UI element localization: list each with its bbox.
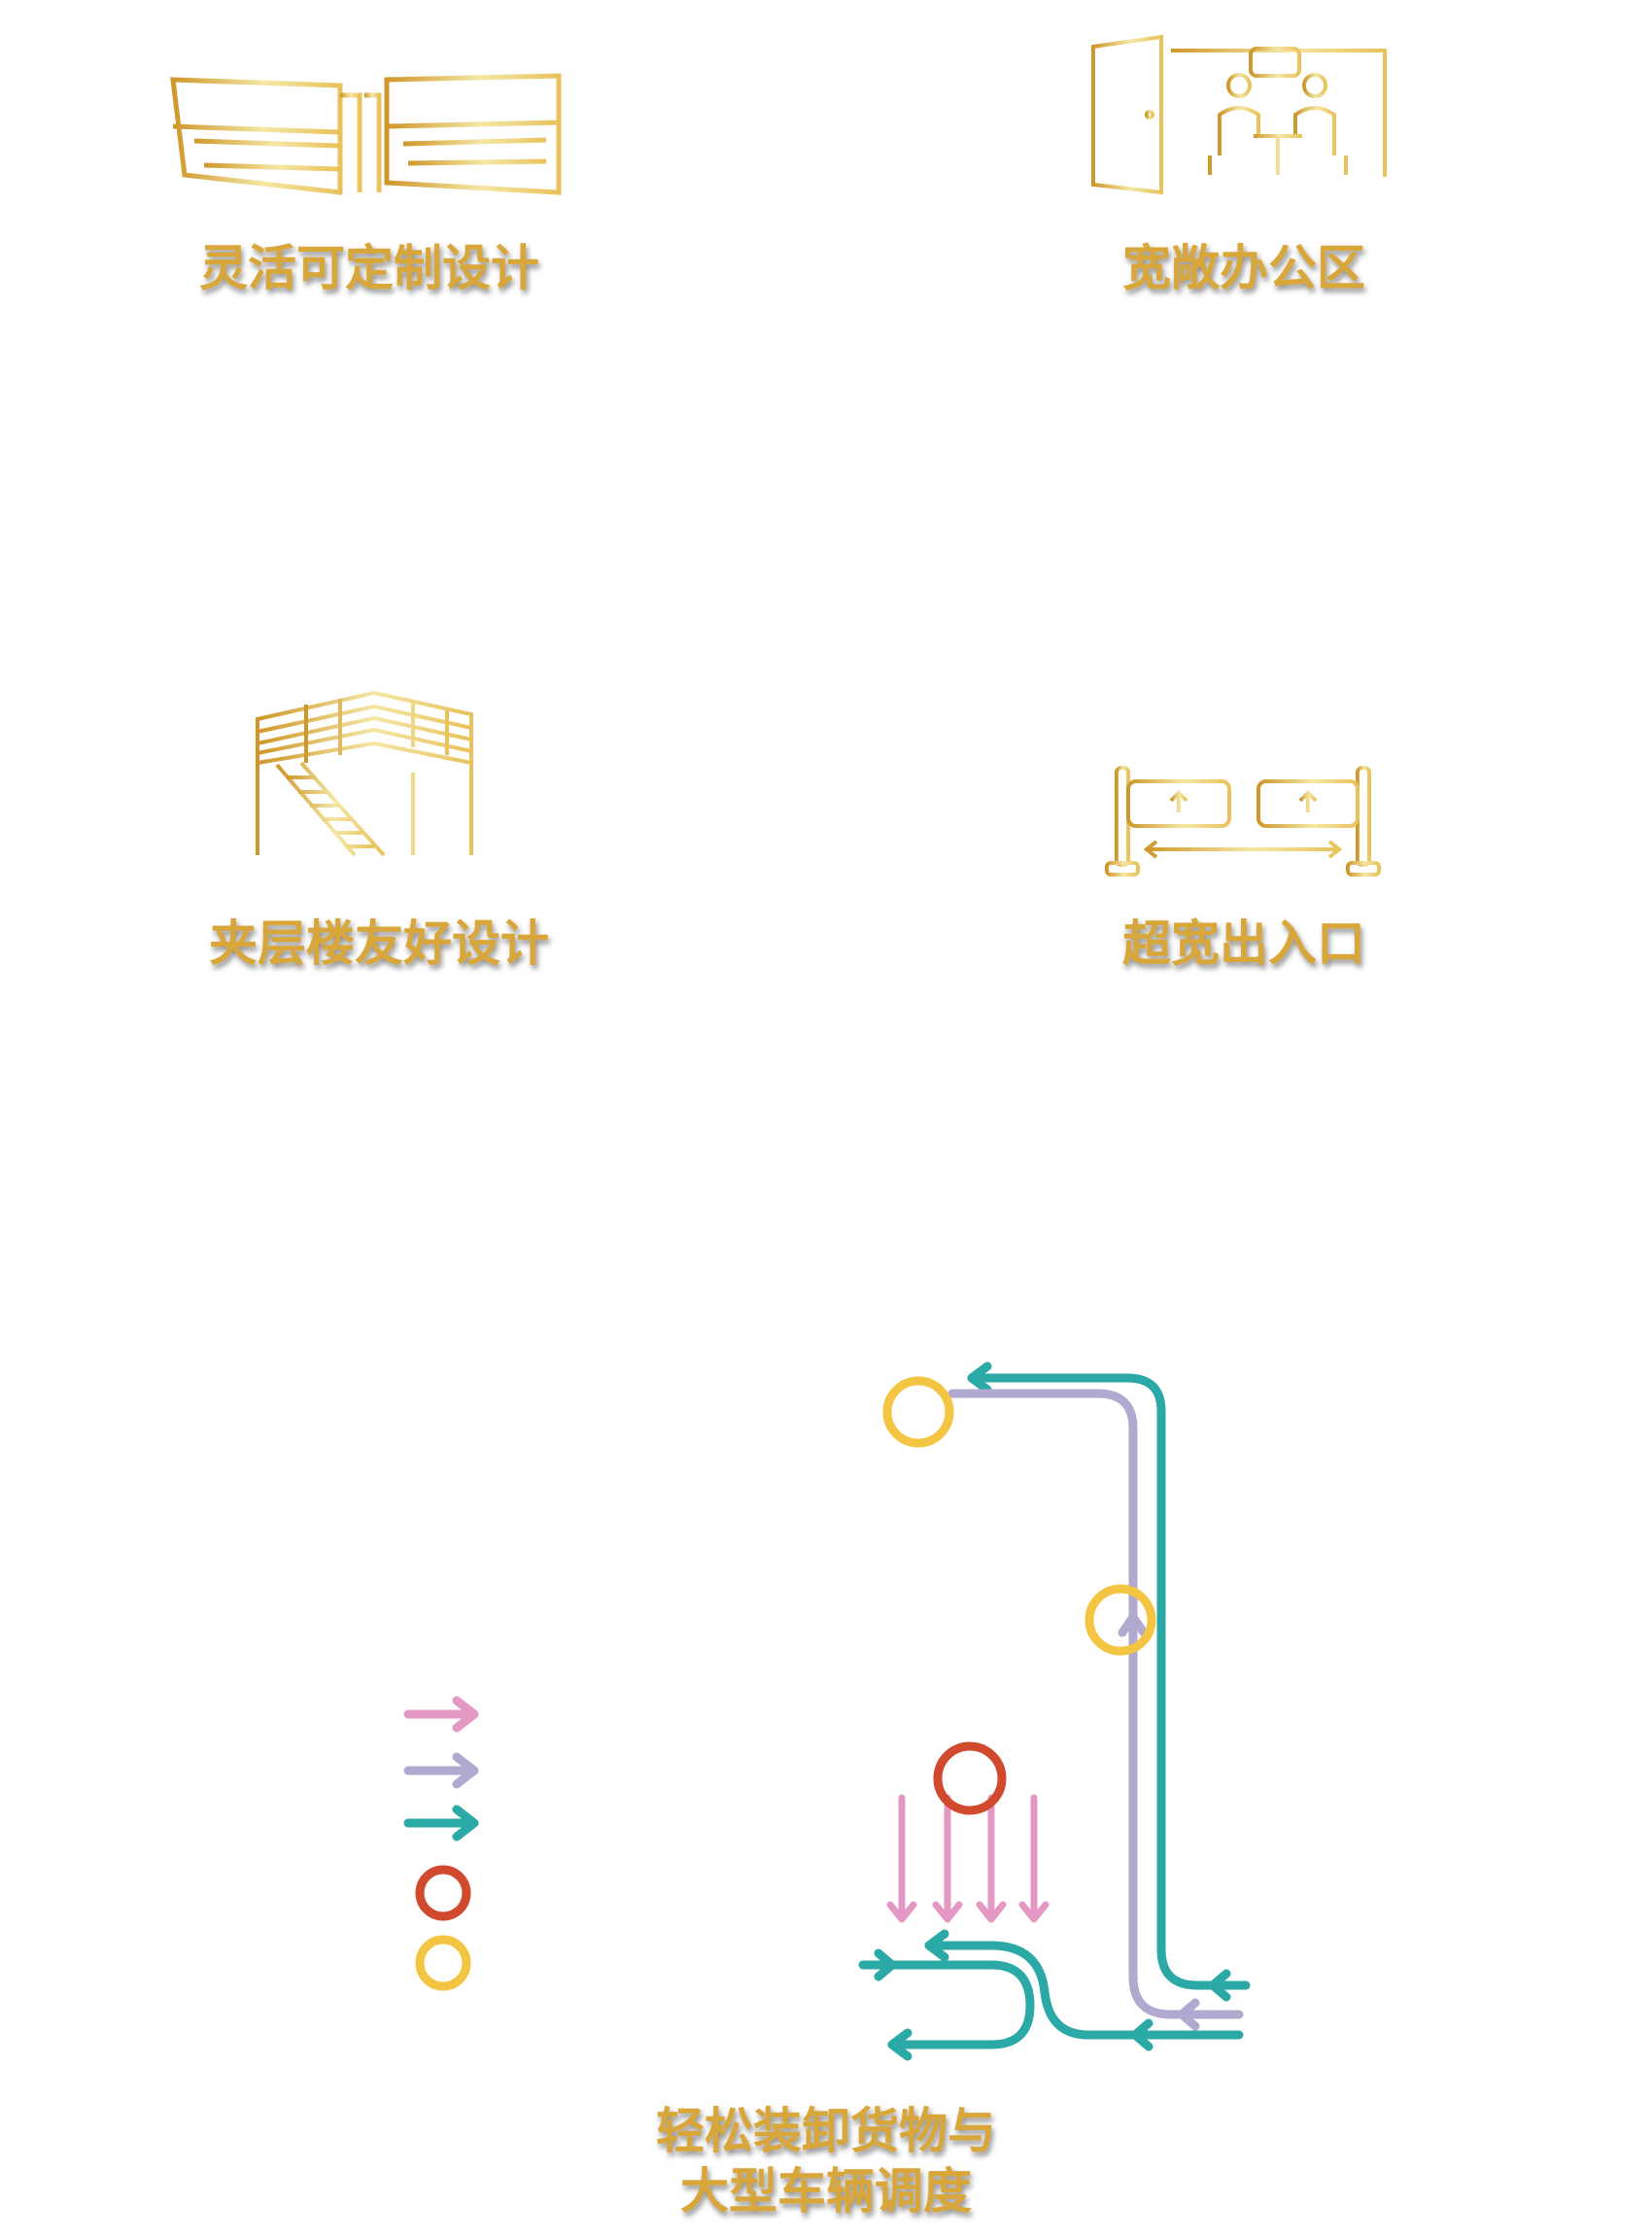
teal-arrowhead: [1130, 2018, 1153, 2051]
legend-arrow: [403, 1805, 479, 1842]
teal-arrowhead: [887, 2028, 912, 2061]
teal-arrowhead: [967, 1361, 992, 1394]
logistics-caption-line1: 轻松装卸货物与: [656, 2103, 996, 2159]
legend: [403, 1696, 479, 1991]
logistics-caption: 轻松装卸货物与 大型车辆调度: [583, 2101, 1069, 2221]
wide-gate-icon: [1105, 766, 1381, 877]
legend-arrow: [403, 1752, 479, 1789]
legend-ring: [415, 1935, 471, 1991]
mezzanine-stairs-icon: [256, 690, 473, 857]
teal-route-lower: [924, 1941, 1244, 2040]
teal-uturn: [858, 1960, 1035, 2049]
feature-label: 超宽出入口: [1122, 915, 1365, 972]
teal-route-outer: [967, 1373, 1251, 1990]
feature-label: 灵活可定制设计: [199, 240, 539, 296]
teal-arrowhead: [874, 1948, 897, 1981]
teal-arrowhead: [1208, 1969, 1231, 2002]
teal-arrowhead: [924, 1929, 949, 1962]
yellow-ring: [1084, 1584, 1156, 1656]
legend-ring: [415, 1865, 471, 1921]
warehouse-building-icon: [170, 73, 562, 195]
lavender-arrowhead: [1177, 1998, 1200, 2031]
yellow-ring: [882, 1376, 954, 1448]
pink-arrow: [976, 1794, 1007, 1923]
feature-label: 宽敞办公区: [1122, 240, 1365, 296]
pink-arrow: [1018, 1794, 1050, 1923]
red-ring: [933, 1741, 1007, 1815]
feature-label: 夹层楼友好设计: [209, 915, 549, 972]
pink-arrow: [886, 1794, 917, 1923]
pink-arrow: [932, 1794, 963, 1923]
meeting-room-icon: [1085, 34, 1393, 194]
lavender-arrowhead: [1118, 1612, 1149, 1637]
lavender-route: [947, 1389, 1244, 2019]
logistics-caption-line2: 大型车辆调度: [680, 2163, 972, 2220]
legend-arrow: [403, 1696, 479, 1733]
